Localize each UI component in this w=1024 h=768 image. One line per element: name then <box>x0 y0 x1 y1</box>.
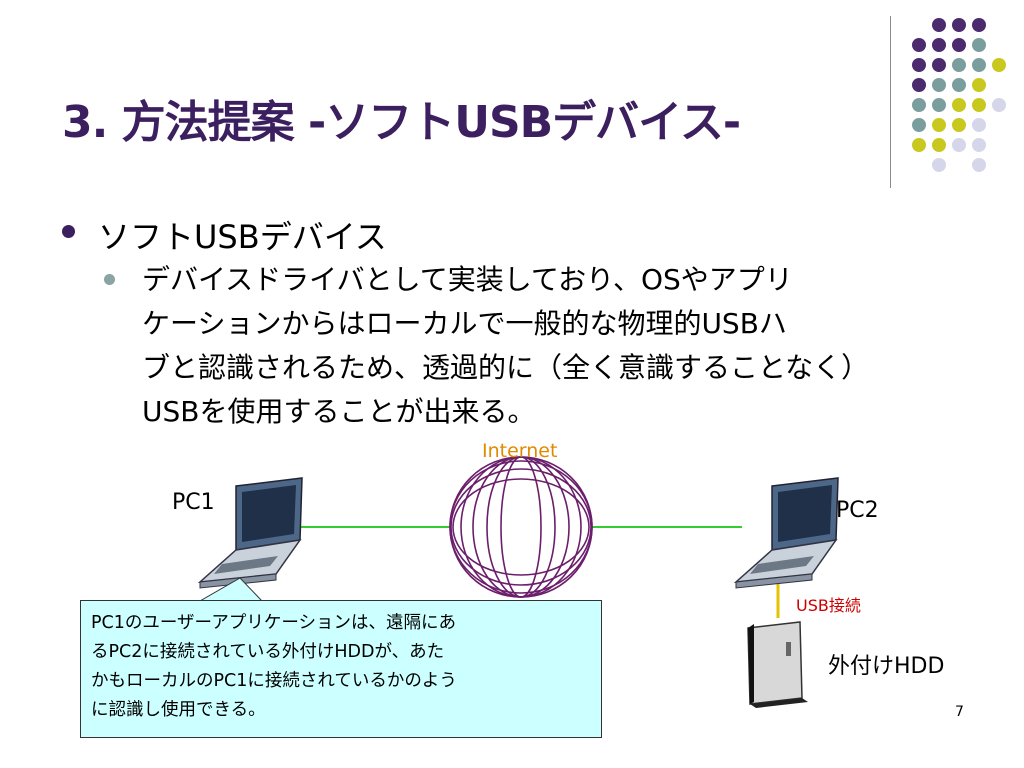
bullet-level1: ソフトUSBデバイス <box>62 212 387 258</box>
decorative-dot <box>952 78 966 92</box>
decorative-dot <box>972 118 986 132</box>
decorative-dot <box>912 138 926 152</box>
decorative-dot <box>952 58 966 72</box>
decorative-dot <box>912 38 926 52</box>
decorative-dots <box>900 12 1020 172</box>
decorative-dot <box>972 38 986 52</box>
pc1-label: PC1 <box>172 490 215 515</box>
decorative-dot <box>952 98 966 112</box>
bullet-line: ブと認識されるため、透過的に（全く意識することなく） <box>142 351 870 384</box>
internet-label: Internet <box>482 440 558 462</box>
slide-title: 3. 方法提案 -ソフトUSBデバイス- <box>62 97 741 148</box>
bullet-level1-text: ソフトUSBデバイス <box>98 218 387 256</box>
callout-line: かもローカルのPC1に接続されているかのよう <box>91 671 457 691</box>
bullet-line: ケーションからはローカルで一般的な物理的USBハ <box>142 307 787 340</box>
decorative-dot <box>932 98 946 112</box>
laptop-icon <box>733 477 839 589</box>
decorative-dot <box>912 98 926 112</box>
title-divider <box>890 16 891 188</box>
bullet-dot-icon <box>104 274 115 285</box>
decorative-dot <box>932 58 946 72</box>
decorative-dot <box>992 98 1006 112</box>
bullet-line: デバイスドライバとして実装しており、OSやアプリ <box>142 263 793 296</box>
decorative-dot <box>972 158 986 172</box>
decorative-dot <box>912 118 926 132</box>
decorative-dot <box>972 18 986 32</box>
bullet-line: USBを使用することが出来る。 <box>142 395 536 428</box>
page-number: 7 <box>955 704 964 720</box>
bullet-level2: デバイスドライバとして実装しており、OSやアプリ ケーションからはローカルで一般… <box>104 258 904 434</box>
decorative-dot <box>952 38 966 52</box>
globe-icon <box>449 456 593 598</box>
laptop-icon <box>197 477 303 589</box>
decorative-dot <box>972 58 986 72</box>
decorative-dot <box>912 58 926 72</box>
decorative-dot <box>972 98 986 112</box>
decorative-dot <box>952 18 966 32</box>
decorative-dot <box>992 58 1006 72</box>
decorative-dot <box>932 118 946 132</box>
external-hdd-label: 外付けHDD <box>828 654 945 679</box>
decorative-dot <box>972 138 986 152</box>
decorative-dot <box>952 118 966 132</box>
callout-box: PC1のユーザーアプリケーションは、遠隔にあ るPC2に接続されている外付けHD… <box>80 600 602 738</box>
decorative-dot <box>972 78 986 92</box>
usb-connection-label: USB接続 <box>796 596 861 615</box>
callout-line: に認識し使用できる。 <box>91 700 266 720</box>
decorative-dot <box>912 78 926 92</box>
bullet-dot-icon <box>62 225 75 238</box>
callout-line: るPC2に接続されている外付けHDDが、あた <box>91 642 445 662</box>
decorative-dot <box>932 138 946 152</box>
decorative-dot <box>932 78 946 92</box>
decorative-dot <box>952 138 966 152</box>
callout-line: PC1のユーザーアプリケーションは、遠隔にあ <box>91 613 457 633</box>
decorative-dot <box>932 158 946 172</box>
pc2-label: PC2 <box>836 498 879 523</box>
decorative-dot <box>932 18 946 32</box>
hdd-icon <box>747 621 808 708</box>
decorative-dot <box>932 38 946 52</box>
